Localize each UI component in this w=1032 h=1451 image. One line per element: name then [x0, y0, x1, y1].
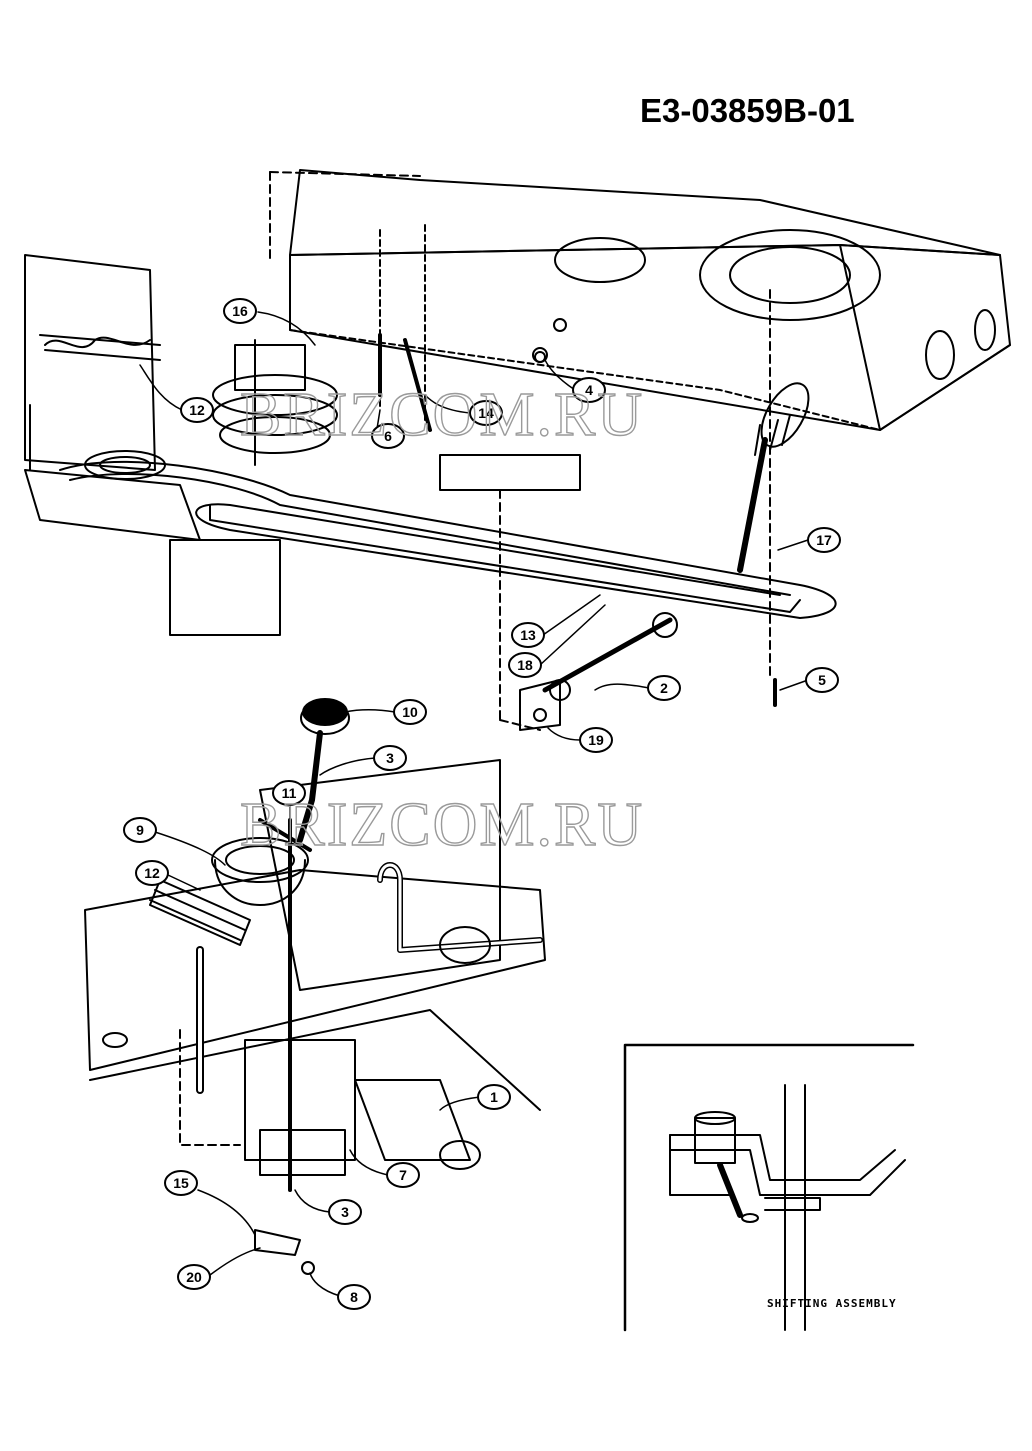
lower-frame: [84, 759, 546, 1146]
inset-frame: [623, 1043, 915, 1332]
callout-2: 2: [647, 675, 681, 701]
callout-18: 18: [508, 652, 542, 678]
callout-label: 7: [399, 1167, 407, 1183]
callout-17: 17: [807, 527, 841, 553]
shift-lever-upper: [169, 289, 810, 731]
callout-10: 10: [393, 699, 427, 725]
callout-label: 2: [660, 680, 668, 696]
callout-16: 16: [223, 298, 257, 324]
callout-15: 15: [164, 1170, 198, 1196]
drive-belt: [59, 460, 837, 619]
callout-label: 11: [282, 785, 297, 801]
callout-11: 11: [272, 780, 306, 806]
callout-label: 5: [818, 672, 826, 688]
callout-3: 3: [328, 1199, 362, 1225]
callout-leaders: [139, 311, 809, 1297]
inset-caption: SHIFTING ASSEMBLY: [767, 1297, 897, 1310]
watermark-top: BRIZCOM.RU: [240, 381, 644, 449]
callout-label: 3: [341, 1204, 349, 1220]
callout-label: 19: [588, 732, 604, 748]
callout-1: 1: [477, 1084, 511, 1110]
callout-label: 20: [186, 1269, 202, 1285]
callout-12: 12: [180, 397, 214, 423]
callout-label: 1: [490, 1089, 498, 1105]
transaxle: [149, 837, 481, 1176]
callout-label: 8: [350, 1289, 358, 1305]
callout-4: 4: [572, 377, 606, 403]
callout-20: 20: [177, 1264, 211, 1290]
callout-label: 18: [517, 657, 533, 673]
callout-14: 14: [469, 400, 503, 426]
callout-label: 15: [173, 1175, 189, 1191]
callout-label: 14: [478, 405, 494, 421]
callout-label: 9: [136, 822, 144, 838]
callout-19: 19: [579, 727, 613, 753]
callout-7: 7: [386, 1162, 420, 1188]
callout-9: 9: [123, 817, 157, 843]
hardware-upper: [378, 224, 546, 432]
callout-6: 6: [371, 423, 405, 449]
callout-label: 17: [816, 532, 832, 548]
left-bracket: [24, 254, 201, 541]
callout-5: 5: [805, 667, 839, 693]
callout-label: 12: [189, 402, 205, 418]
callout-label: 6: [384, 428, 392, 444]
callout-label: 12: [144, 865, 160, 881]
callout-label: 16: [232, 303, 248, 319]
shift-lever-lower: [254, 698, 350, 1275]
callout-3: 3: [373, 745, 407, 771]
callout-8: 8: [337, 1284, 371, 1310]
upper-frame: [269, 169, 1011, 431]
pulley-stack: [212, 339, 338, 466]
diagram-code: E3-03859B-01: [640, 92, 855, 129]
callout-label: 3: [386, 750, 394, 766]
callout-label: 10: [402, 704, 418, 720]
callout-12: 12: [135, 860, 169, 886]
watermark-bottom: BRIZCOM.RU: [240, 791, 644, 859]
callout-label: 4: [585, 382, 593, 398]
callout-13: 13: [511, 622, 545, 648]
callout-label: 13: [520, 627, 536, 643]
